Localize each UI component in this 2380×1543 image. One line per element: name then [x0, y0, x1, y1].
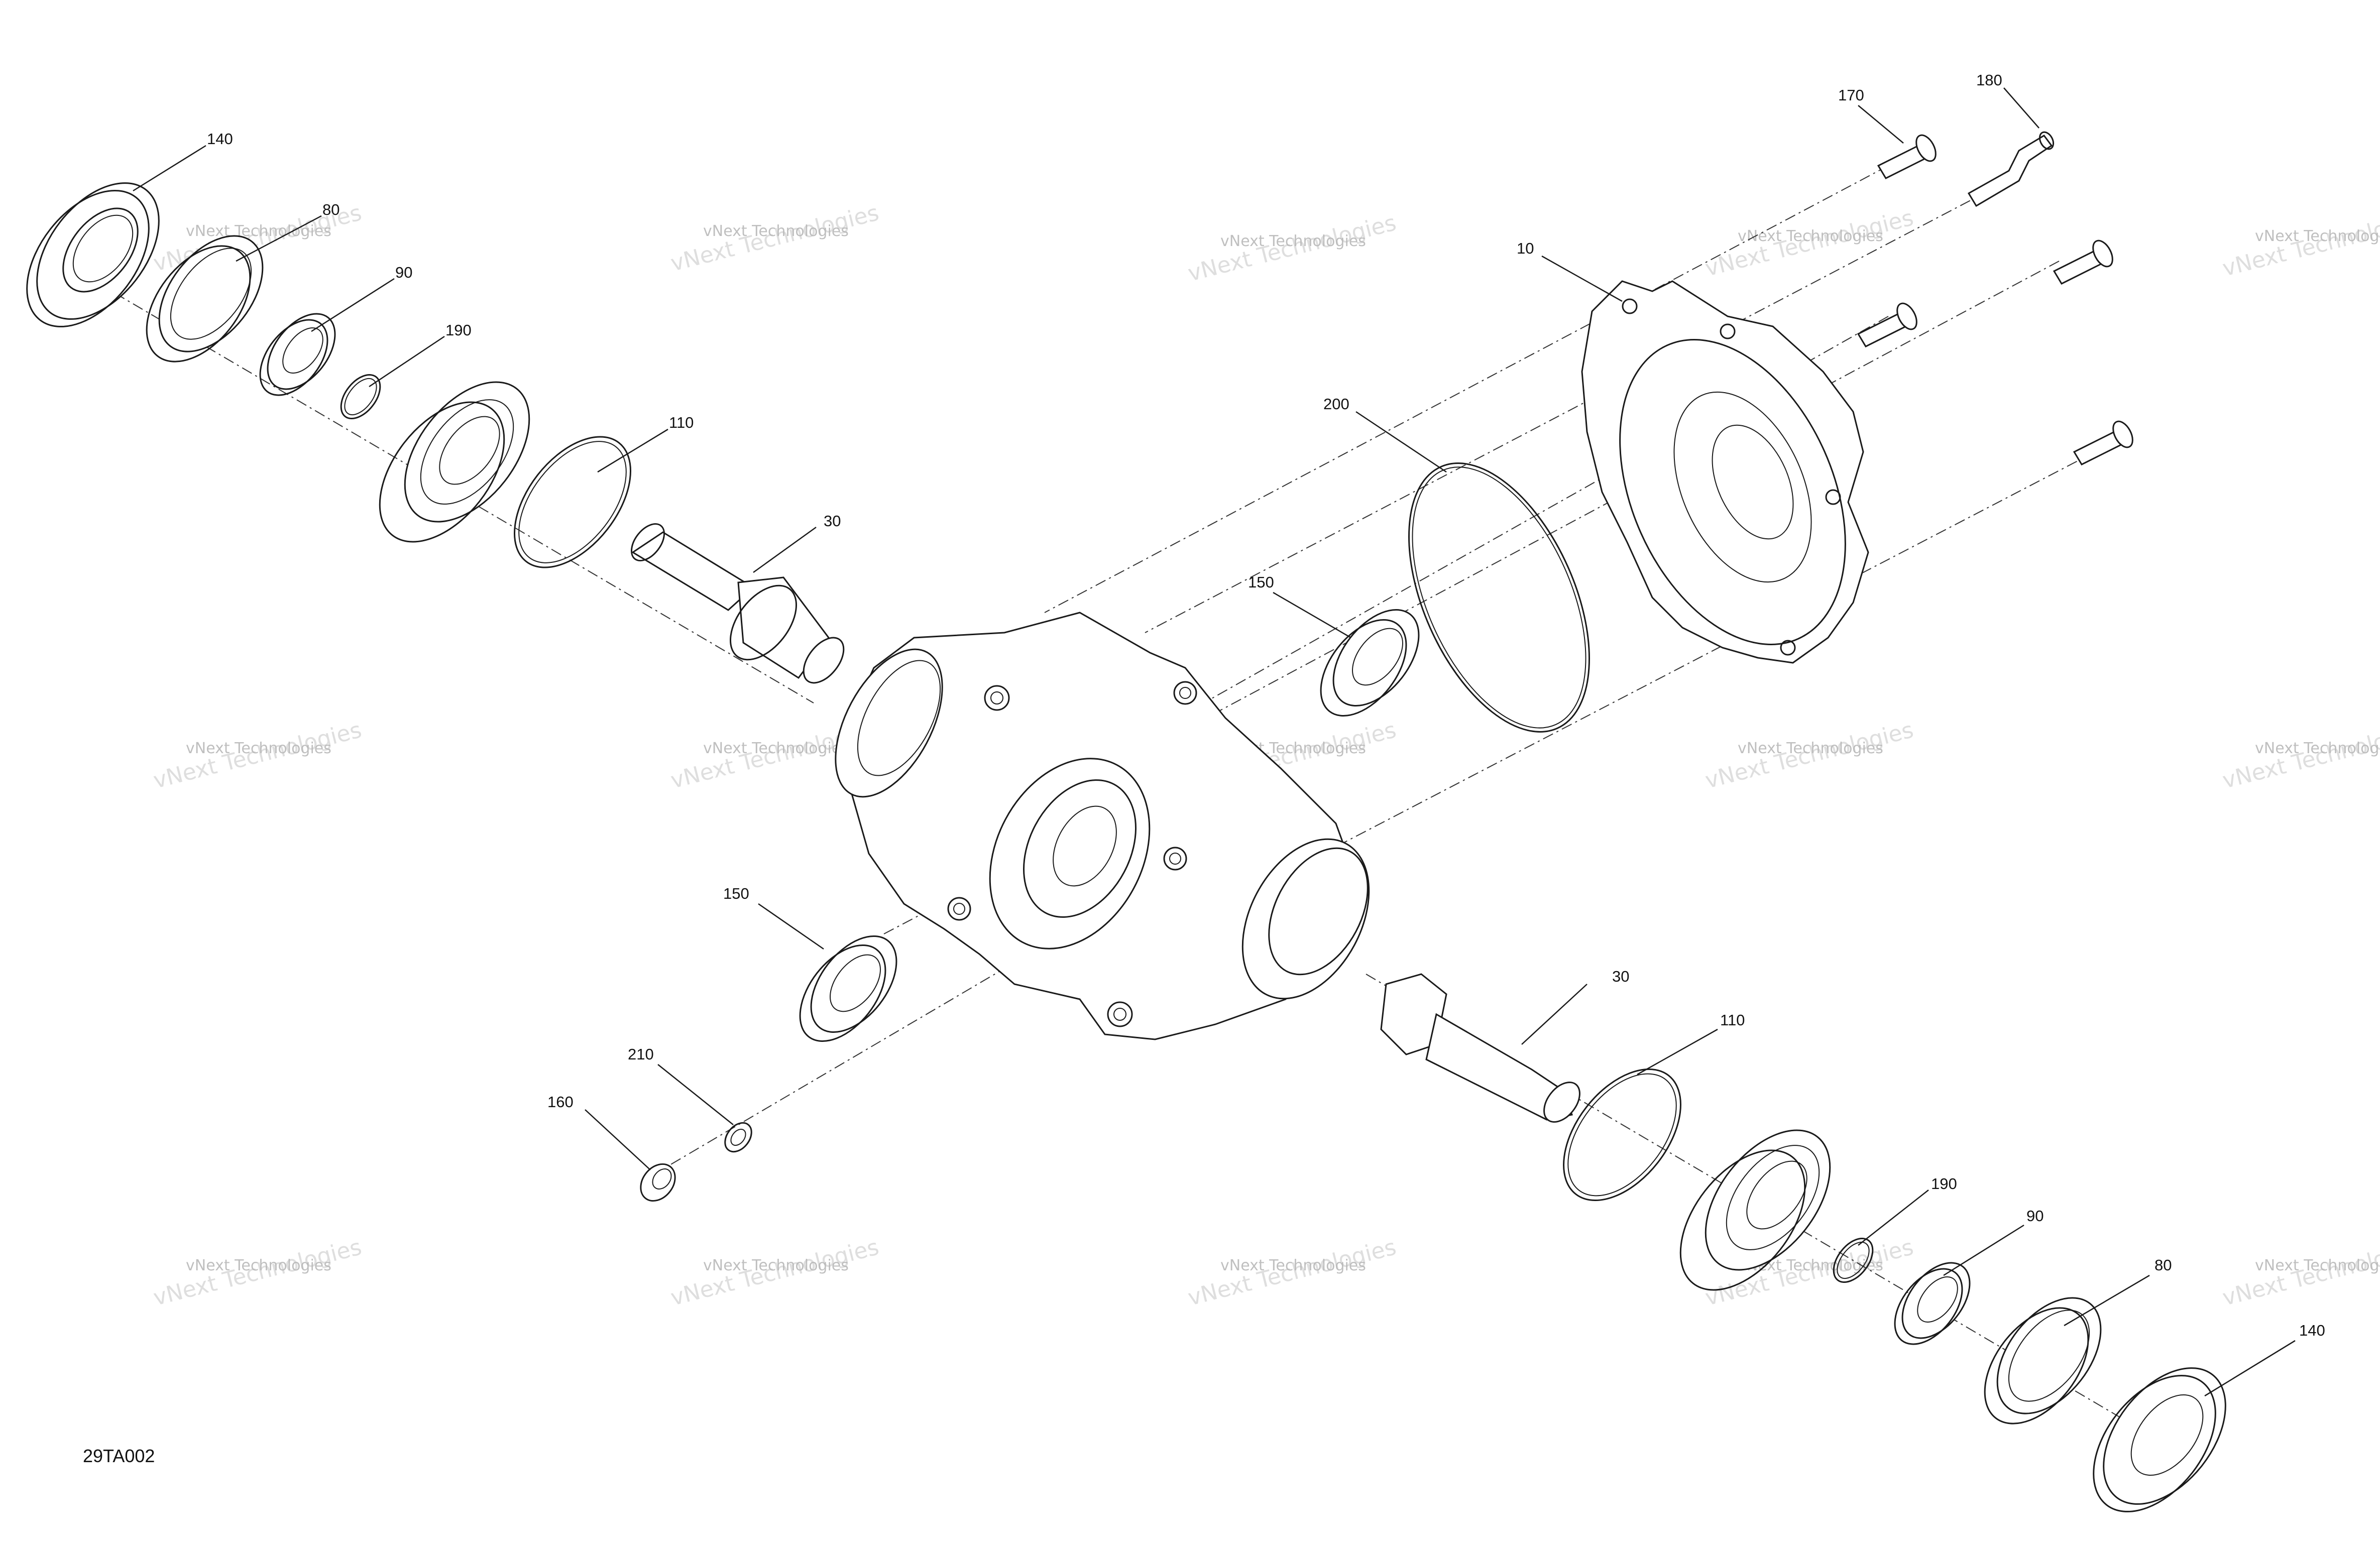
- watermark-line2: vNext Technologies: [1703, 205, 1916, 281]
- callout-210: 210: [628, 1045, 654, 1063]
- watermark-line1: vNext Technologies: [2255, 1257, 2380, 1274]
- part-180-breather-tube: [1967, 131, 2055, 207]
- axis-plug-160: [652, 938, 1055, 1175]
- watermark-line2: vNext Technologies: [151, 717, 364, 793]
- watermark-line1: vNext Technologies: [1738, 740, 1883, 757]
- callout-180: 180: [1976, 71, 2002, 89]
- callout-170: 170: [1838, 86, 1864, 104]
- watermark-line1: vNext Technologies: [1738, 227, 1883, 245]
- drawing-code: 29TA002: [83, 1446, 155, 1466]
- part-150-seal-lower: [799, 935, 897, 1042]
- callout-10: 10: [1517, 240, 1534, 257]
- callout-80-right: 80: [2155, 1256, 2172, 1274]
- bolt-mid: [1857, 302, 1917, 347]
- callout-190-right: 190: [1931, 1175, 1957, 1193]
- watermark-line1: vNext Technologies: [1220, 1257, 1366, 1274]
- watermark-line2: vNext Technologies: [1185, 210, 1399, 286]
- watermark-line2: vNext Technologies: [668, 200, 881, 276]
- part-110-o-ring-left: [514, 436, 631, 568]
- differential-housing: [835, 612, 1370, 1040]
- watermark: vNext Technologies vNext Technologies: [151, 717, 364, 793]
- callout-150-lower: 150: [723, 885, 749, 902]
- callout-90-left: 90: [395, 264, 412, 281]
- callout-30-right: 30: [1612, 968, 1629, 985]
- watermark: vNext Technologies vNext Technologies: [668, 200, 881, 276]
- part-140-oil-seal-left: [26, 182, 160, 327]
- watermark-line1: vNext Technologies: [703, 740, 849, 757]
- watermark-line1: vNext Technologies: [2255, 227, 2380, 245]
- watermark-line1: vNext Technologies: [186, 740, 331, 757]
- part-160-drain-plug: [640, 1163, 676, 1202]
- part-140-oil-seal-right: [2093, 1367, 2226, 1512]
- bolt-lower-right: [2073, 420, 2133, 465]
- watermark-line2: vNext Technologies: [668, 1234, 881, 1311]
- part-150-seal-upper: [1320, 609, 1420, 717]
- watermark: vNext Technologies vNext Technologies: [2220, 205, 2380, 281]
- part-210-washer: [724, 1122, 752, 1153]
- callout-200: 200: [1323, 395, 1349, 413]
- watermark: vNext Technologies vNext Technologies: [1185, 210, 1399, 286]
- callout-140-right: 140: [2299, 1322, 2325, 1339]
- watermark-line2: vNext Technologies: [1703, 717, 1916, 793]
- watermark-line1: vNext Technologies: [703, 1257, 849, 1274]
- part-90-lock-nut-right: [1894, 1262, 1971, 1345]
- part-190-o-ring-left: [340, 374, 381, 420]
- part-30-pinion-shaft-right: [1380, 973, 1580, 1123]
- bolt-upper-right: [2053, 240, 2113, 285]
- watermark-line1: vNext Technologies: [186, 222, 331, 240]
- watermark-line2: vNext Technologies: [2220, 1234, 2380, 1311]
- watermark-line2: vNext Technologies: [151, 1234, 364, 1311]
- callout-160: 160: [547, 1093, 574, 1111]
- callout-110-right: 110: [1720, 1011, 1745, 1029]
- watermark-line1: vNext Technologies: [703, 222, 849, 240]
- part-200-large-o-ring: [1408, 462, 1590, 733]
- callout-150-upper: 150: [1248, 573, 1274, 591]
- callout-30-left: 30: [824, 512, 841, 530]
- callout-80-left: 80: [322, 201, 339, 218]
- watermark: vNext Technologies vNext Technologies: [1703, 205, 1916, 281]
- watermark: vNext Technologies vNext Technologies: [668, 1234, 881, 1311]
- watermark: vNext Technologies vNext Technologies: [2220, 717, 2380, 793]
- callout-leaders: [133, 87, 2296, 1397]
- watermark: vNext Technologies vNext Technologies: [2220, 1234, 2380, 1311]
- part-10-housing-cover: [1581, 280, 1869, 664]
- callout-110-left: 110: [669, 414, 694, 431]
- bearing-right: [1679, 1129, 1831, 1291]
- watermark-line2: vNext Technologies: [1185, 1234, 1399, 1311]
- callout-90-right: 90: [2026, 1207, 2044, 1225]
- watermark-line1: vNext Technologies: [186, 1257, 331, 1274]
- watermark: vNext Technologies vNext Technologies: [1703, 717, 1916, 793]
- part-30-pinion-shaft-left: [630, 523, 845, 684]
- callout-190-left: 190: [445, 321, 472, 339]
- part-190-o-ring-right: [1833, 1237, 1874, 1283]
- bearing-left: [379, 381, 530, 543]
- callout-labels: 140 80 90 190 110 30 170 180 10 200 150 …: [207, 71, 2325, 1339]
- part-110-o-ring-right: [1563, 1068, 1681, 1202]
- axis-bolt-170: [1044, 165, 1889, 613]
- axis-left-shaft: [60, 261, 814, 703]
- watermark-line1: vNext Technologies: [1220, 232, 1366, 250]
- watermark-line2: vNext Technologies: [2220, 205, 2380, 281]
- part-90-lock-nut-left: [259, 313, 336, 396]
- part-80-spacer-ring-right: [1984, 1297, 2102, 1425]
- watermark: vNext Technologies vNext Technologies: [1185, 1234, 1399, 1311]
- axis-bolt-lower-right: [1245, 441, 2115, 894]
- watermark: vNext Technologies vNext Technologies: [151, 1234, 364, 1311]
- watermark-line2: vNext Technologies: [2220, 717, 2380, 793]
- callout-140-left: 140: [207, 130, 233, 148]
- part-80-spacer-ring-left: [146, 235, 264, 363]
- watermark-line1: vNext Technologies: [2255, 740, 2380, 757]
- part-170-bolt: [1877, 134, 1937, 179]
